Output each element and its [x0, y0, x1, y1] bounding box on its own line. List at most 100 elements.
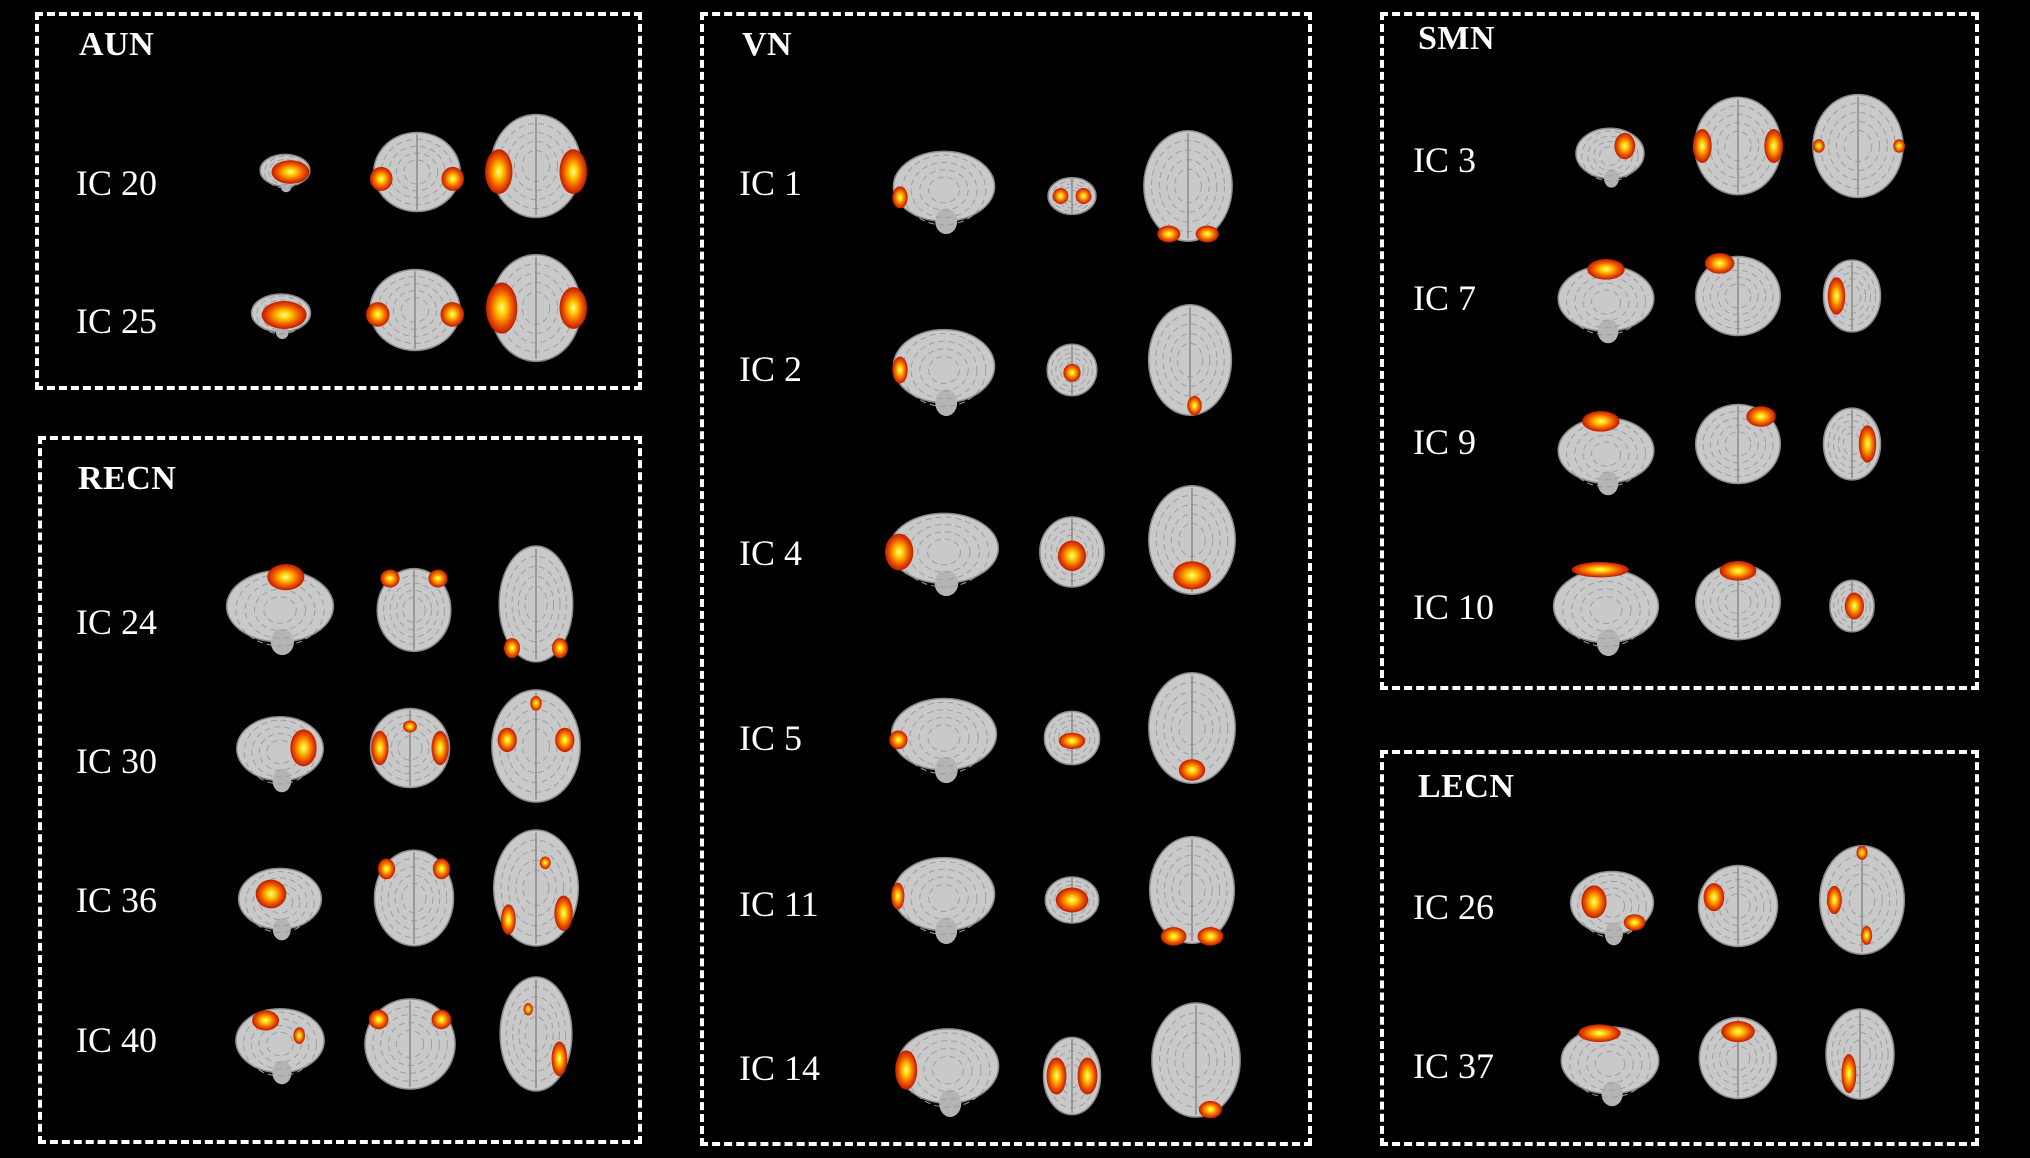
activation-blob [1614, 132, 1636, 160]
activation-blob [1198, 1100, 1222, 1119]
activation-blob [523, 1003, 533, 1016]
brain-axial-slice [485, 113, 587, 219]
activation-blob [1052, 188, 1069, 204]
activation-blob [1827, 277, 1846, 315]
brain-sagittal-slice [1557, 411, 1655, 496]
brain-sagittal-slice [1575, 127, 1645, 188]
row-label: IC 2 [739, 349, 802, 389]
activation-blob [271, 160, 310, 184]
activation-blob [1197, 927, 1224, 946]
activation-blob [1703, 883, 1725, 912]
brain-sagittal-slice [1569, 870, 1655, 946]
activation-blob [1721, 1021, 1755, 1043]
row-label: IC 20 [76, 163, 157, 203]
brain-sagittal-slice [891, 856, 996, 945]
activation-blob [441, 166, 464, 191]
brain-axial-slice [486, 253, 587, 363]
activation-blob [428, 569, 448, 588]
activation-blob [554, 895, 573, 931]
activation-blob [370, 166, 393, 191]
brain-coronal-slice [1698, 1016, 1778, 1100]
panel-title: LECN [1418, 768, 1515, 805]
brain-axial-slice [1147, 304, 1233, 416]
brain-coronal-slice [1043, 710, 1101, 766]
activation-blob [368, 1009, 389, 1030]
row-label: IC 37 [1413, 1046, 1494, 1086]
activation-blob [431, 1009, 452, 1030]
panel-aun: AUN [35, 12, 642, 390]
panel-title: VN [742, 26, 793, 63]
brain-axial-slice [1148, 835, 1236, 946]
brain-sagittal-slice [1560, 1024, 1660, 1107]
activation-blob [1058, 732, 1086, 750]
brain-coronal-slice [373, 849, 455, 947]
panel-recn: RECN [38, 436, 642, 1144]
activation-blob [1858, 425, 1877, 463]
panel-title: RECN [78, 460, 177, 497]
activation-blob [432, 858, 451, 880]
activation-blob [1582, 411, 1620, 432]
activation-blob [261, 301, 307, 329]
activation-blob [290, 729, 317, 767]
brain-coronal-slice [1047, 176, 1097, 216]
activation-blob [497, 727, 517, 753]
brain-axial-slice [499, 976, 573, 1092]
activation-blob [552, 638, 568, 659]
brain-sagittal-slice [236, 715, 324, 793]
panel-title: SMN [1418, 20, 1496, 57]
activation-blob [504, 638, 520, 659]
activation-blob [885, 533, 914, 571]
activation-blob [403, 720, 417, 733]
row-label: IC 25 [76, 301, 157, 341]
brain-sagittal-slice [885, 512, 1000, 597]
row-label: IC 11 [739, 884, 819, 924]
brain-axial-slice [1148, 484, 1236, 596]
activation-blob [530, 695, 542, 711]
activation-blob [1063, 363, 1081, 382]
row-label: IC 24 [76, 602, 157, 642]
brain-coronal-slice [1694, 561, 1782, 641]
brain-coronal-slice [1039, 516, 1105, 588]
row-label: IC 7 [1413, 278, 1476, 318]
panel-smn: SMN [1380, 12, 1979, 690]
activation-blob [891, 882, 905, 910]
row-label: IC 5 [739, 718, 802, 758]
row-label: IC 30 [76, 741, 157, 781]
activation-blob [1704, 253, 1735, 274]
activation-blob [892, 356, 908, 384]
activation-blob [485, 149, 513, 194]
activation-blob [1055, 887, 1089, 913]
activation-blob [1692, 129, 1712, 163]
brain-coronal-slice [1046, 343, 1098, 397]
brain-sagittal-slice [250, 293, 312, 339]
activation-blob [501, 904, 516, 935]
activation-blob [377, 858, 396, 880]
brain-coronal-slice [1694, 403, 1782, 485]
activation-blob [371, 730, 389, 766]
row-label: IC 14 [739, 1048, 820, 1088]
brain-sagittal-slice [259, 153, 311, 193]
brain-axial-slice [1822, 259, 1882, 333]
activation-blob [293, 1027, 305, 1044]
activation-blob [431, 730, 449, 766]
brain-coronal-slice [1044, 876, 1100, 924]
brain-axial-slice [498, 545, 574, 663]
activation-blob [1077, 1057, 1098, 1095]
activation-blob [1827, 885, 1842, 915]
brain-sagittal-slice [892, 328, 996, 417]
activation-blob [1157, 225, 1181, 243]
activation-blob [539, 856, 551, 870]
activation-blob [889, 730, 908, 750]
activation-blob [252, 1010, 280, 1031]
activation-blob [895, 1050, 918, 1090]
row-label: IC 40 [76, 1020, 157, 1060]
activation-blob [1187, 396, 1202, 416]
brain-axial-slice [1143, 130, 1233, 243]
brain-coronal-slice [366, 268, 464, 352]
activation-blob [1844, 592, 1864, 620]
panel-vn: VN [700, 12, 1312, 1146]
activation-blob [1587, 259, 1625, 280]
activation-blob [255, 879, 287, 909]
brain-axial-slice [1148, 672, 1236, 784]
activation-blob [1719, 561, 1757, 581]
